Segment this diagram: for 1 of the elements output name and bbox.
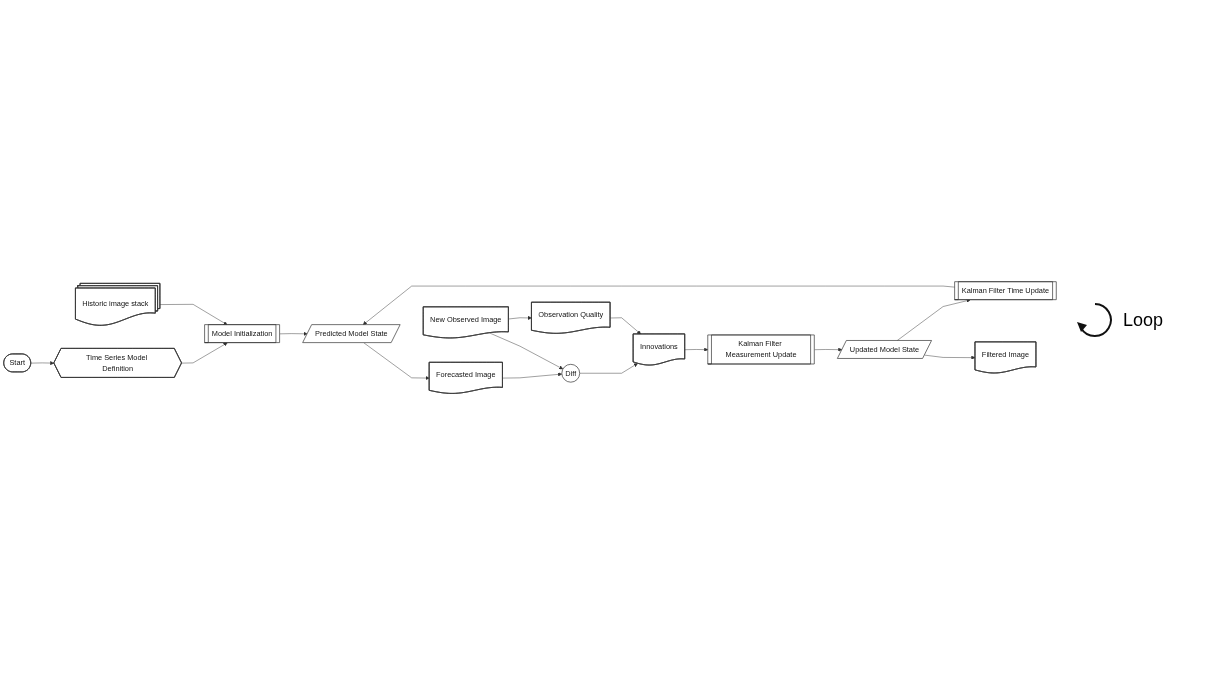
loop-label: Loop: [1123, 309, 1164, 331]
